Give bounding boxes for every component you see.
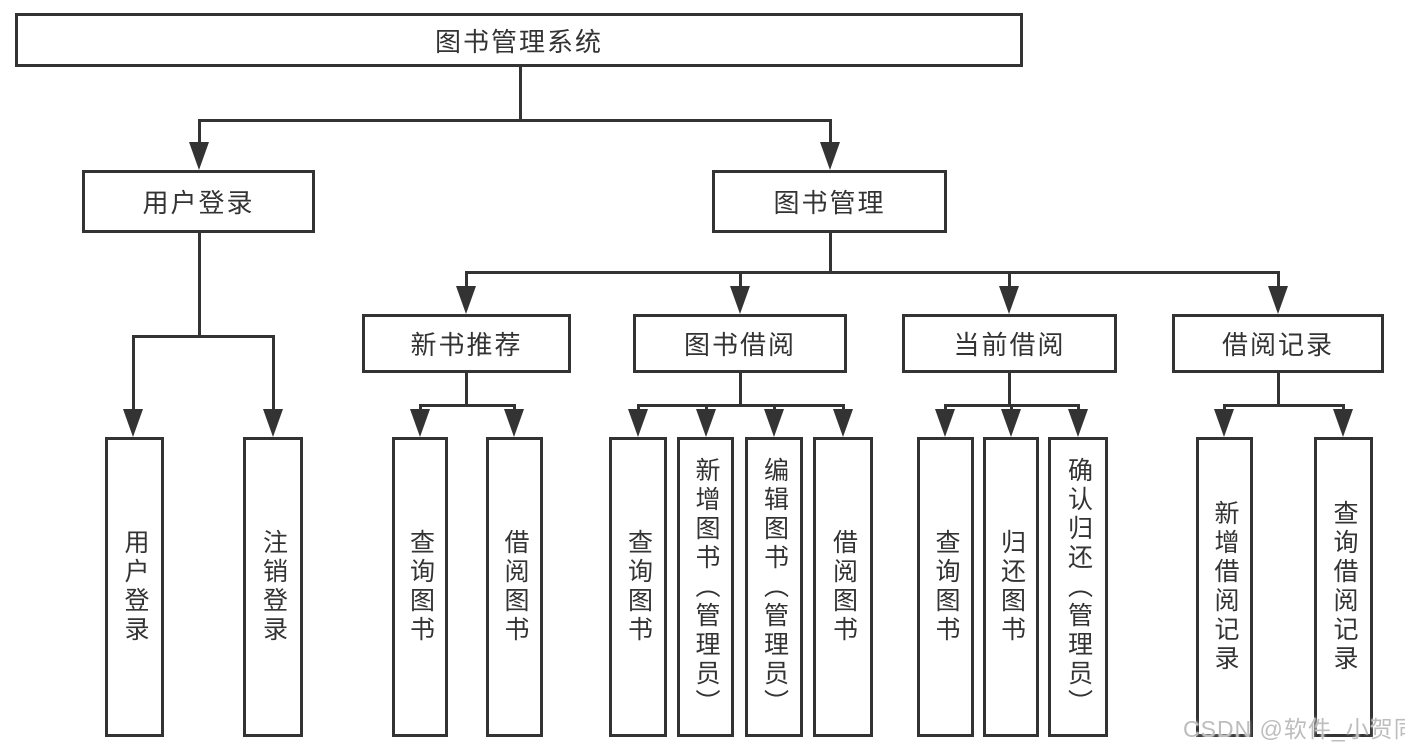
- leaf-add-borrow-record: 新增借阅记录: [1196, 437, 1253, 737]
- connector-user-login-stem: [198, 119, 201, 147]
- arrow-m1-leaf4: [833, 409, 853, 437]
- connector-book-mgmt-stem: [829, 119, 832, 147]
- connector-m0-stem: [465, 271, 468, 289]
- node-book-mgmt: 图书管理: [712, 170, 947, 233]
- arrow-m2-leaf1: [935, 409, 955, 437]
- node-current-borrow: 当前借阅: [902, 314, 1117, 373]
- connector-m3-branch: [1223, 404, 1345, 407]
- connector-m3-down: [1277, 373, 1280, 406]
- arrow-m1-leaf3: [764, 409, 784, 437]
- arrow-to-login-leaf2: [263, 409, 283, 437]
- csdn-watermark: CSDN @软件_小贺同学: [1183, 716, 1405, 742]
- leaf-confirm-return-admin: 确认归还（管理员）: [1048, 437, 1108, 737]
- node-root: 图书管理系统: [15, 13, 1023, 67]
- connector-m1-down: [739, 373, 742, 406]
- arrow-to-book-borrow: [730, 286, 750, 314]
- arrow-m3-leaf2: [1333, 409, 1353, 437]
- arrow-m2-leaf3: [1068, 409, 1088, 437]
- arrow-to-login-leaf1: [123, 409, 143, 437]
- leaf-borrow-query-book-label: 查询图书: [624, 529, 653, 645]
- leaf-return-book: 归还图书: [983, 437, 1039, 737]
- node-user-login-label: 用户登录: [142, 188, 255, 218]
- leaf-add-book-admin-label: 新增图书（管理员）: [692, 456, 720, 718]
- leaf-rec-borrow-book-label: 借阅图书: [501, 529, 529, 645]
- leaf-logout: 注销登录: [243, 437, 303, 737]
- arrow-m0-leaf1: [410, 409, 430, 437]
- connector-book-mgmt-branch: [465, 271, 1279, 274]
- leaf-add-borrow-record-label: 新增借阅记录: [1211, 500, 1239, 674]
- connector-m2-down: [1008, 373, 1011, 406]
- node-borrow-records-label: 借阅记录: [1221, 330, 1334, 360]
- arrow-m3-leaf1: [1214, 409, 1234, 437]
- connector-m3-stem: [1277, 271, 1280, 289]
- arrow-m1-leaf1: [628, 409, 648, 437]
- leaf-query-borrow-record-label: 查询借阅记录: [1330, 500, 1358, 674]
- leaf-rec-query-book: 查询图书: [392, 437, 448, 737]
- node-borrow-records: 借阅记录: [1172, 314, 1384, 373]
- connector-m0-down: [465, 373, 468, 406]
- node-new-book-rec: 新书推荐: [362, 314, 571, 373]
- node-user-login: 用户登录: [82, 170, 315, 233]
- leaf-borrow-borrow-book: 借阅图书: [813, 437, 873, 737]
- arrow-to-user-login: [189, 142, 209, 170]
- node-new-book-rec-label: 新书推荐: [410, 330, 523, 360]
- leaf-query-borrow-record: 查询借阅记录: [1314, 437, 1373, 737]
- arrow-m0-leaf2: [504, 409, 524, 437]
- connector-book-mgmt-down: [829, 233, 832, 274]
- node-root-label: 图书管理系统: [434, 26, 603, 57]
- connector-login-leaf1-stem: [132, 335, 135, 413]
- arrow-to-borrow-records: [1268, 286, 1288, 314]
- leaf-edit-book-admin: 编辑图书（管理员）: [745, 437, 803, 737]
- arrow-m2-leaf2: [1001, 409, 1021, 437]
- leaf-borrow-borrow-book-label: 借阅图书: [829, 529, 858, 645]
- leaf-rec-query-book-label: 查询图书: [406, 529, 435, 645]
- connector-user-login-down: [198, 233, 201, 337]
- leaf-current-query-book: 查询图书: [917, 437, 974, 737]
- node-current-borrow-label: 当前借阅: [953, 330, 1066, 360]
- arrow-to-book-mgmt: [820, 142, 840, 170]
- leaf-rec-borrow-book: 借阅图书: [486, 437, 543, 737]
- leaf-return-book-label: 归还图书: [997, 529, 1026, 645]
- connector-m0-branch: [419, 404, 516, 407]
- leaf-current-query-book-label: 查询图书: [932, 529, 960, 645]
- connector-user-login-branch: [132, 335, 274, 338]
- node-book-borrow: 图书借阅: [633, 314, 847, 373]
- leaf-user-login: 用户登录: [105, 437, 164, 737]
- leaf-borrow-query-book: 查询图书: [609, 437, 667, 737]
- connector-m2-stem: [1008, 271, 1011, 289]
- leaf-confirm-return-admin-label: 确认归还（管理员）: [1064, 456, 1093, 718]
- leaf-user-login-label: 用户登录: [121, 529, 149, 645]
- node-book-mgmt-label: 图书管理: [773, 188, 886, 218]
- arrow-to-new-book-rec: [456, 286, 476, 314]
- node-book-borrow-label: 图书借阅: [683, 330, 796, 360]
- connector-m1-stem: [739, 271, 742, 289]
- connector-m1-branch: [637, 404, 845, 407]
- arrow-m1-leaf2: [696, 409, 716, 437]
- leaf-logout-label: 注销登录: [259, 529, 288, 645]
- connector-root-stem: [519, 67, 522, 120]
- arrow-to-current-borrow: [999, 286, 1019, 314]
- connector-root-branch: [198, 119, 831, 122]
- connector-login-leaf2-stem: [272, 335, 275, 413]
- leaf-add-book-admin: 新增图书（管理员）: [677, 437, 734, 737]
- leaf-edit-book-admin-label: 编辑图书（管理员）: [760, 456, 789, 718]
